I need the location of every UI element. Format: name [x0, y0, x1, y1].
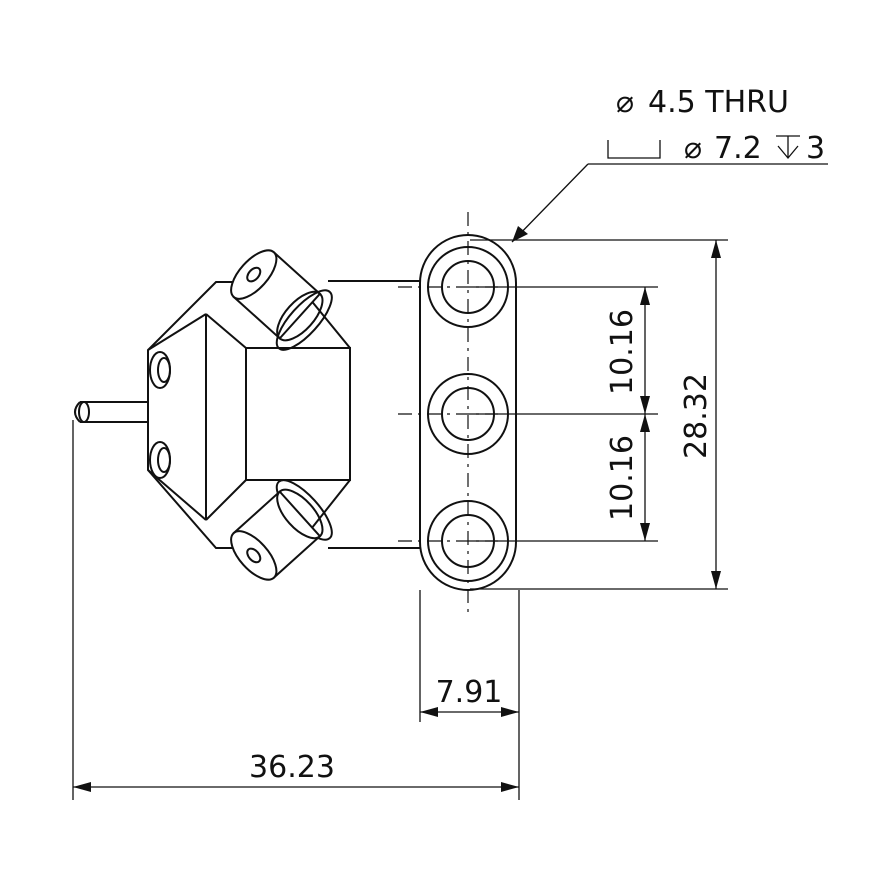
hole-callout: ⌀ 4.5 THRU ⌀ 7.2 3 — [511, 85, 828, 243]
callout-cbore-value: 7.2 — [714, 131, 762, 166]
callout-dia-symbol-2: ⌀ — [684, 131, 702, 166]
dim-flange-width-text: 7.91 — [436, 675, 503, 710]
dim-overall-height-text: 28.32 — [679, 373, 714, 459]
depth-symbol — [776, 135, 800, 160]
connector-lower — [230, 479, 333, 581]
callout-thru-text: 4.5 THRU — [648, 85, 789, 120]
callout-dia-symbol-1: ⌀ — [616, 85, 634, 120]
side-port-lower — [149, 441, 171, 479]
dim-overall-height: 28.32 — [679, 240, 721, 589]
center-lines — [398, 212, 498, 612]
counterbore-symbol — [607, 140, 661, 159]
extension-lines-bottom — [72, 420, 520, 800]
dim-pitch-upper-text: 10.16 — [605, 309, 640, 395]
input-pin — [74, 401, 148, 423]
callout-depth-value: 3 — [806, 131, 825, 166]
dim-flange-width: 7.91 — [420, 675, 519, 717]
connector-upper — [230, 249, 333, 351]
dim-pitch-upper: 10.16 — [605, 287, 650, 414]
dim-pitch-lower: 10.16 — [605, 414, 650, 541]
dim-pitch-lower-text: 10.16 — [605, 435, 640, 521]
extension-lines-right — [470, 239, 728, 590]
body-connector-lines — [328, 280, 420, 549]
side-port-upper — [149, 351, 171, 389]
dim-overall-length: 36.23 — [73, 750, 519, 792]
dim-overall-length-text: 36.23 — [249, 750, 335, 785]
